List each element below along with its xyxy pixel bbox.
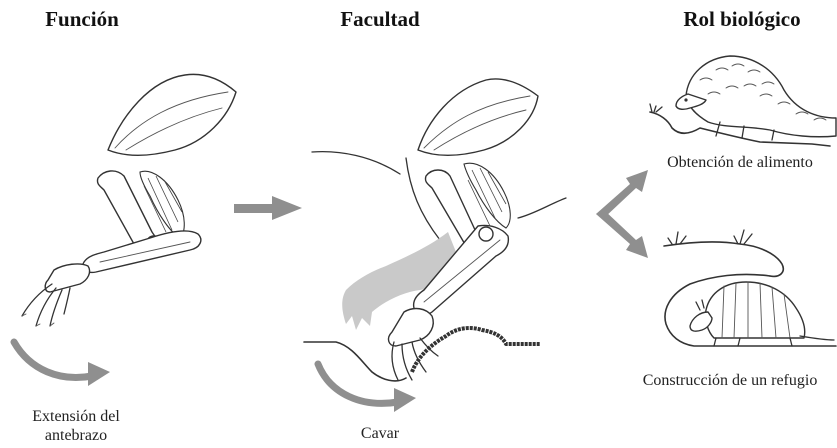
- burrow-surface: [664, 242, 783, 277]
- faculty-caption: Cavar: [361, 425, 400, 442]
- function-caption-line2: antebrazo: [45, 427, 107, 444]
- hand-bones-middle: [389, 309, 434, 346]
- digging-curved-arrow: [318, 364, 416, 412]
- role-shelter-caption: Construcción de un refugio: [643, 372, 818, 389]
- function-title: Función: [45, 7, 119, 31]
- body-outline-top: [312, 152, 400, 174]
- function-to-faculty-arrow: [234, 196, 302, 220]
- faculty-to-role-arrows: [596, 170, 648, 258]
- role-title: Rol biológico: [683, 7, 800, 31]
- digging-scene: [304, 79, 566, 381]
- armadillo-illustration: [664, 230, 836, 346]
- faculty-title: Facultad: [340, 7, 420, 31]
- pangolin-body: [686, 56, 836, 137]
- scapula-left: [108, 74, 236, 155]
- armadillo-body: [705, 282, 804, 338]
- hand-bones-left: [45, 264, 89, 292]
- scapula-middle: [418, 79, 538, 155]
- pangolin-illustration: [650, 56, 836, 146]
- elbow-joint-middle: [479, 227, 493, 241]
- body-outline-right: [518, 198, 566, 218]
- arrow-to-shelter: [596, 210, 648, 258]
- function-caption-line1: Extensión del: [32, 408, 120, 425]
- role-food-caption: Obtención de alimento: [667, 154, 813, 171]
- extensor-muscle-middle: [464, 163, 510, 228]
- extension-curved-arrow: [14, 342, 110, 386]
- forelimb-skeleton-left: [22, 74, 236, 326]
